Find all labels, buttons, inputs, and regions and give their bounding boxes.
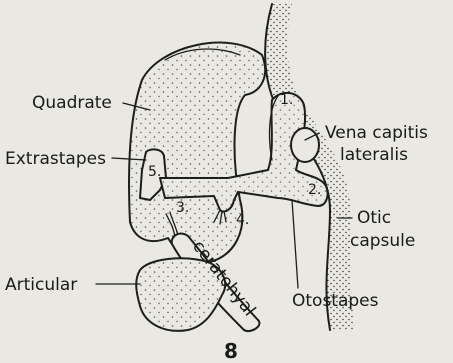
- label-articular: Articular: [5, 275, 77, 295]
- number-1: 1.: [280, 92, 293, 108]
- figure-number: 8: [224, 339, 238, 363]
- label-otostapes: Otostapes: [292, 291, 379, 311]
- label-quadrate: Quadrate: [32, 93, 112, 113]
- label-otic-line1: Otic: [357, 208, 391, 228]
- number-5: 5.: [148, 164, 161, 180]
- number-3: 3.: [176, 200, 189, 216]
- label-vena-line2: lateralis: [340, 145, 408, 165]
- number-4: 4.: [236, 212, 249, 228]
- vena-capitis-circle: [291, 128, 319, 162]
- label-extrastapes: Extrastapes: [5, 149, 106, 169]
- label-vena-line1: Vena capitis: [325, 123, 428, 143]
- leader-otostapes: [292, 200, 298, 288]
- label-otic-line2: capsule: [350, 231, 415, 251]
- number-2: 2.: [308, 182, 321, 198]
